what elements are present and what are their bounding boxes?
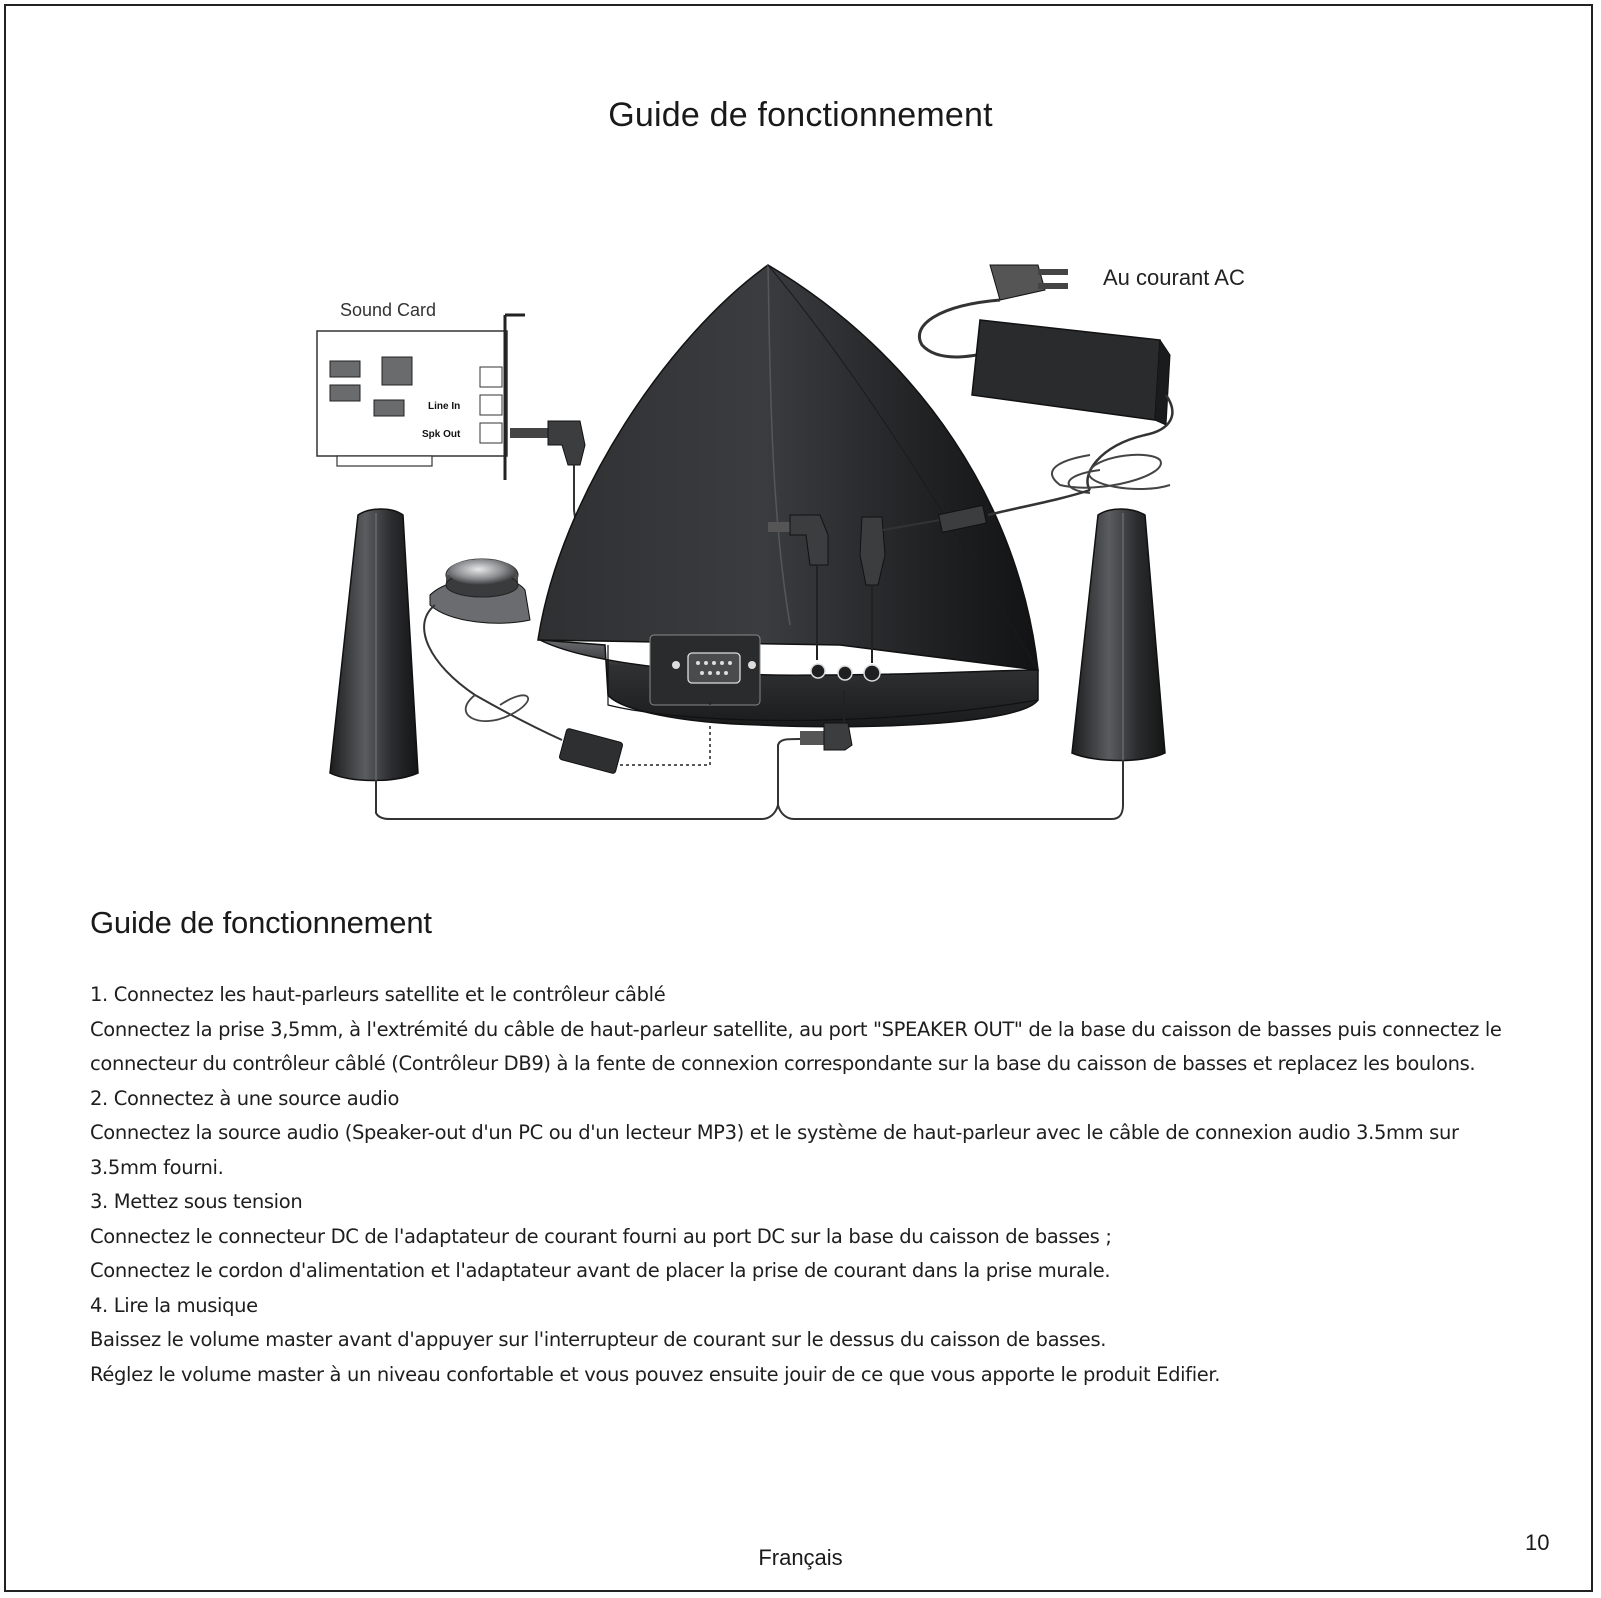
line-in-label: Line In [428,401,460,412]
ac-power-label: Au courant AC [1103,265,1245,290]
step-text: Baissez le volume master avant d'appuyer… [90,1328,1107,1351]
step-heading: 1. Connectez les haut-parleurs satellite… [90,983,666,1006]
subwoofer-dome [537,264,1039,728]
step-text: Connectez la prise 3,5mm, à l'extrémité … [90,1017,1502,1076]
satellite-speaker-left [329,508,419,782]
step-text: Connectez le cordon d'alimentation et l'… [90,1259,1111,1282]
wired-controller [423,558,711,774]
step-heading: 4. Lire la musique [90,1293,258,1317]
page-frame [4,4,1593,1592]
footer-language: Français [758,1545,843,1570]
sound-card: Sound Card Line In Spk Out [316,300,525,480]
page-number: 10 [1525,1530,1550,1555]
section-title: Guide de fonctionnement [90,905,432,940]
satellite-speaker-right [1071,508,1166,762]
step-text: Réglez le volume master à un niveau conf… [90,1362,1221,1386]
power-adapter: Au courant AC [918,264,1245,517]
instructions: 1. Connectez les haut-parleurs satellite… [90,978,1520,1392]
step-text: Connectez la source audio (Speaker-out d… [90,1121,1459,1179]
step-text: Connectez le connecteur DC de l'adaptate… [90,1224,1112,1248]
connection-diagram-svg: Sound Card Line In Spk Out [316,264,1245,820]
step-heading: 3. Mettez sous tension [90,1190,303,1213]
connection-diagram: Sound Card Line In Spk Out [300,245,1310,850]
page-title: Guide de fonctionnement [608,96,993,134]
audio-plug-pc [510,420,586,510]
audio-plugs-sub [768,504,987,663]
speaker-cables [375,690,1124,820]
spk-out-label: Spk Out [422,429,461,440]
sound-card-label: Sound Card [340,300,436,320]
step-heading: 2. Connectez à une source audio [90,1086,400,1110]
